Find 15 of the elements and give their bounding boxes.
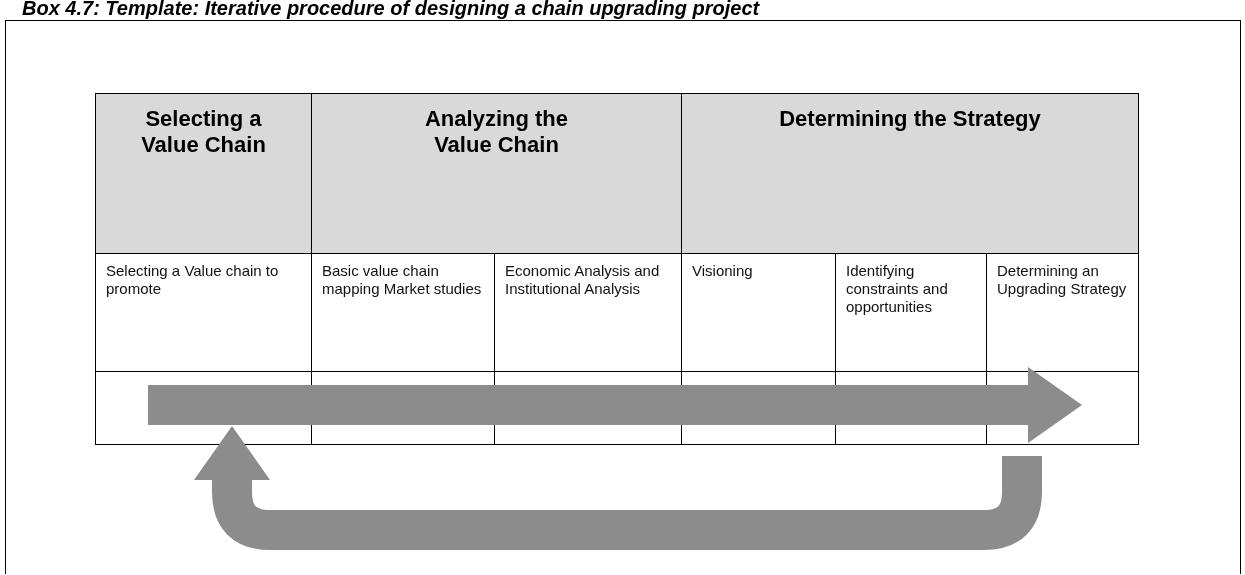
step-text: Identifying constraints and opportunities (846, 262, 949, 316)
step-text: Visioning (692, 262, 754, 280)
arrow (194, 426, 1042, 550)
phase-header-cell (95, 93, 312, 254)
step-text: Basic value chain mapping Market studies (322, 262, 483, 298)
title: Box 4.7: Template: Iterative procedure of designing a chain upgrading project (22, 0, 760, 20)
arrow (148, 367, 1082, 443)
phase-title: Analyzing the Value Chain (424, 106, 569, 158)
phase-title: Determining the Strategy (778, 106, 1042, 132)
step-text: Economic Analysis and Institutional Analysis (505, 262, 661, 298)
step-text: Selecting a Value chain to promote (106, 262, 280, 298)
phase-header-cell (681, 93, 1139, 254)
step-text: Determining an Upgrading Strategy (997, 262, 1128, 298)
phase-header-cell (311, 93, 682, 254)
phase-title: Selecting a Value Chain (140, 106, 267, 158)
